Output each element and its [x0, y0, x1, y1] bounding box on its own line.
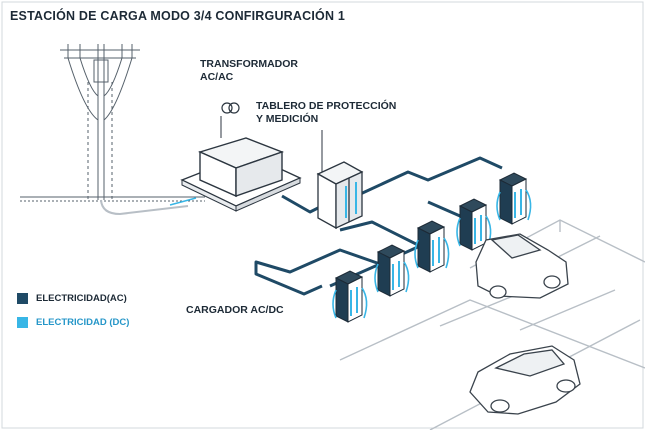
- utility-pole-icon: [60, 44, 140, 200]
- transformer-label-line-2: AC/AC: [200, 71, 234, 84]
- charger-label: CARGADOR AC/DC: [186, 304, 284, 316]
- legend-item-dc: ELECTRICIDAD (DC): [17, 317, 129, 329]
- charger-icon: [414, 220, 450, 273]
- panel-label-line-2: Y MEDICIÓN: [256, 113, 319, 126]
- panel-label-line-1: TABLERO DE PROTECCIÓN: [256, 100, 397, 112]
- legend-ac-label: ELECTRICIDAD(AC): [36, 293, 127, 304]
- protection-panel: [316, 161, 364, 230]
- dc-feed-line: [169, 197, 197, 206]
- charger-icon: [456, 198, 492, 251]
- transformer-box: [197, 137, 285, 198]
- underground-cable: [100, 199, 189, 216]
- charger-icon: [496, 172, 532, 225]
- legend-dc-swatch: [17, 317, 28, 328]
- panel-label: TABLERO DE PROTECCIÓN Y MEDICIÓN: [256, 100, 396, 126]
- transformer-label-line-1: TRANSFORMADOR: [200, 58, 298, 70]
- diagram-title: ESTACIÓN DE CARGA MODO 3/4 CONFIRGURACIÓ…: [10, 9, 346, 23]
- car-icon: [469, 345, 581, 415]
- charger-icon: [332, 270, 368, 323]
- legend-item-ac: ELECTRICIDAD(AC): [17, 293, 127, 305]
- legend-ac-swatch: [17, 293, 28, 304]
- chargers: [332, 172, 532, 323]
- legend-dc-label: ELECTRICIDAD (DC): [36, 317, 130, 328]
- ground-line: [20, 196, 205, 202]
- transformer-label: TRANSFORMADOR AC/AC: [200, 58, 298, 84]
- car-icon: [475, 233, 569, 299]
- charger-icon: [374, 244, 410, 297]
- transformer-symbol-icon: [221, 102, 240, 114]
